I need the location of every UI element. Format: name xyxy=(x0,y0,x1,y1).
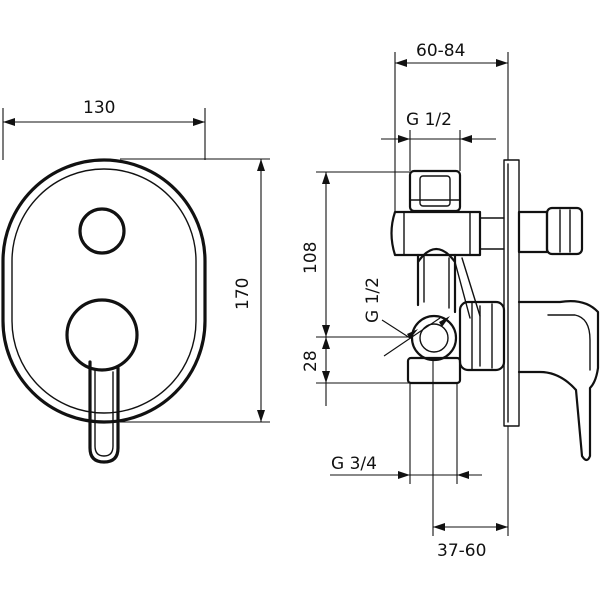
lever-handle xyxy=(88,360,120,464)
top-inlet-fitting xyxy=(408,169,462,213)
dimension-thread-top: G 1/2 xyxy=(381,110,496,171)
lever-side-profile xyxy=(517,300,600,462)
dimension-front-height: 170 xyxy=(120,158,270,423)
dimension-height-108: 108 xyxy=(301,171,410,338)
label-thread-bottom: G 3/4 xyxy=(331,454,377,474)
lever-hub xyxy=(65,298,139,372)
label-front-height: 170 xyxy=(233,278,253,310)
label-front-width: 130 xyxy=(83,98,115,118)
mixer-body xyxy=(458,300,506,372)
upper-cylinder xyxy=(390,210,482,257)
bottom-connector xyxy=(410,314,458,362)
dimension-thread-bottom: G 3/4 xyxy=(330,383,482,484)
wall-plate xyxy=(503,159,520,427)
cover-plate-outer xyxy=(1,158,207,424)
cover-plate-inner xyxy=(11,168,197,414)
label-thread-top: G 1/2 xyxy=(406,110,452,130)
label-height-108: 108 xyxy=(301,242,321,274)
diverter-spindle xyxy=(517,210,549,254)
diverter-knob xyxy=(78,207,126,255)
label-thread-vertical: G 1/2 xyxy=(363,277,383,323)
dimension-height-28: 28 xyxy=(301,337,410,406)
label-install-range: 37-60 xyxy=(437,541,486,561)
dimension-install-range: 37-60 xyxy=(432,360,509,561)
dimension-front-width: 130 xyxy=(2,98,206,160)
side-view xyxy=(390,159,600,462)
label-height-28: 28 xyxy=(301,350,321,372)
front-view xyxy=(1,158,207,464)
label-depth-range: 60-84 xyxy=(416,41,465,61)
bottom-outlet xyxy=(406,356,462,385)
dimension-depth-range: 60-84 xyxy=(394,41,509,212)
dimension-thread-vertical: G 1/2 xyxy=(363,277,450,357)
